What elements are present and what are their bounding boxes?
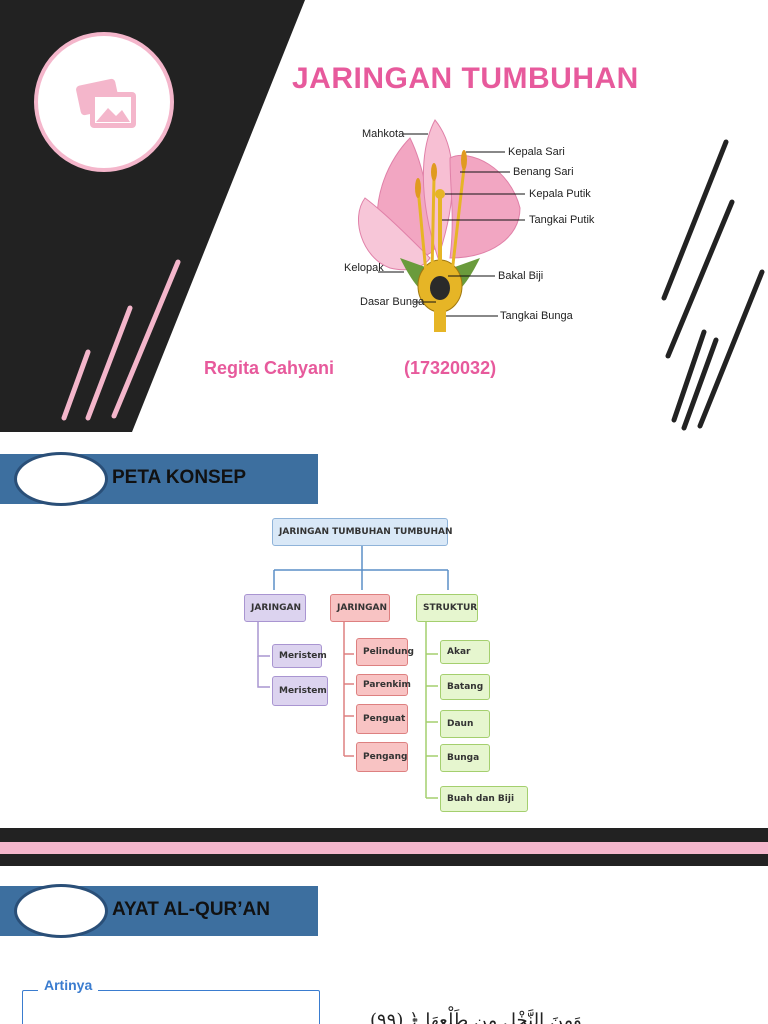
- flower-diagram: Mahkota Kepala Sari Benang Sari Kepala P…: [340, 108, 594, 348]
- concept-map-slide: PETA KONSEP JARING: [0, 432, 768, 828]
- concept-col2-item: Penguat: [356, 704, 408, 734]
- label-kepala-putik: Kepala Putik: [529, 188, 591, 200]
- label-mahkota: Mahkota: [362, 128, 405, 140]
- flower-illustration: [357, 119, 525, 332]
- concept-col1-header: JARINGAN: [244, 594, 306, 622]
- divider-band: [0, 854, 768, 866]
- title-slide: JARINGAN TUMBUHAN: [0, 0, 768, 432]
- presentation-title: JARINGAN TUMBUHAN: [292, 62, 639, 95]
- concept-col3-item: Daun: [440, 710, 490, 738]
- concept-col3-item: Bunga: [440, 744, 490, 772]
- arabic-verse: (٩٩) ﴿ وَمِنَ النَّخْلِ مِن طَلْعِهَا: [370, 1010, 582, 1024]
- concept-root: JARINGAN TUMBUHAN TUMBUHAN: [272, 518, 452, 546]
- concept-col3-item: Batang: [440, 674, 490, 700]
- divider-band: [0, 828, 768, 842]
- section-title-peta-konsep: PETA KONSEP: [112, 467, 247, 488]
- image-placeholder-circle: [34, 32, 174, 172]
- translation-label: Artinya: [38, 977, 99, 993]
- concept-col2-item: Parenkim: [356, 674, 411, 696]
- label-dasar-bunga: Dasar Bunga: [360, 296, 425, 308]
- concept-col3-item: Akar: [440, 640, 490, 664]
- concept-col3-item: Buah dan Biji: [440, 786, 528, 812]
- label-benang-sari: Benang Sari: [513, 166, 574, 178]
- concept-col2-item: Pelindung: [356, 638, 414, 666]
- divider-band: [0, 842, 768, 854]
- label-kelopak: Kelopak: [344, 262, 384, 274]
- concept-col1-item: Meristem: [272, 644, 327, 668]
- label-tangkai-bunga: Tangkai Bunga: [500, 310, 573, 322]
- author-name: Regita Cahyani: [204, 358, 335, 378]
- section-title-ayat: AYAT AL-QUR’AN: [112, 899, 270, 920]
- label-bakal-biji: Bakal Biji: [498, 270, 544, 282]
- quran-slide: AYAT AL-QUR’AN Artinya (٩٩) ﴿ وَمِنَ الن…: [0, 866, 768, 1024]
- label-tangkai-putik: Tangkai Putik: [529, 214, 595, 226]
- section-header-bar: AYAT AL-QUR’AN: [0, 884, 318, 938]
- author-id: (17320032): [404, 358, 497, 378]
- header-oval: [14, 452, 108, 506]
- concept-col2-header: JARINGAN: [330, 594, 390, 622]
- picture-icon: [76, 78, 136, 128]
- section-header-bar: PETA KONSEP: [0, 452, 318, 506]
- concept-col1-item: Meristem: [272, 676, 328, 706]
- label-kepala-sari: Kepala Sari: [508, 146, 565, 158]
- header-oval: [14, 884, 108, 938]
- concept-map-connectors: [257, 546, 449, 799]
- concept-col3-header: STRUKTUR: [416, 594, 478, 622]
- translation-box: [22, 990, 320, 1024]
- concept-col2-item: Pengang: [356, 742, 408, 772]
